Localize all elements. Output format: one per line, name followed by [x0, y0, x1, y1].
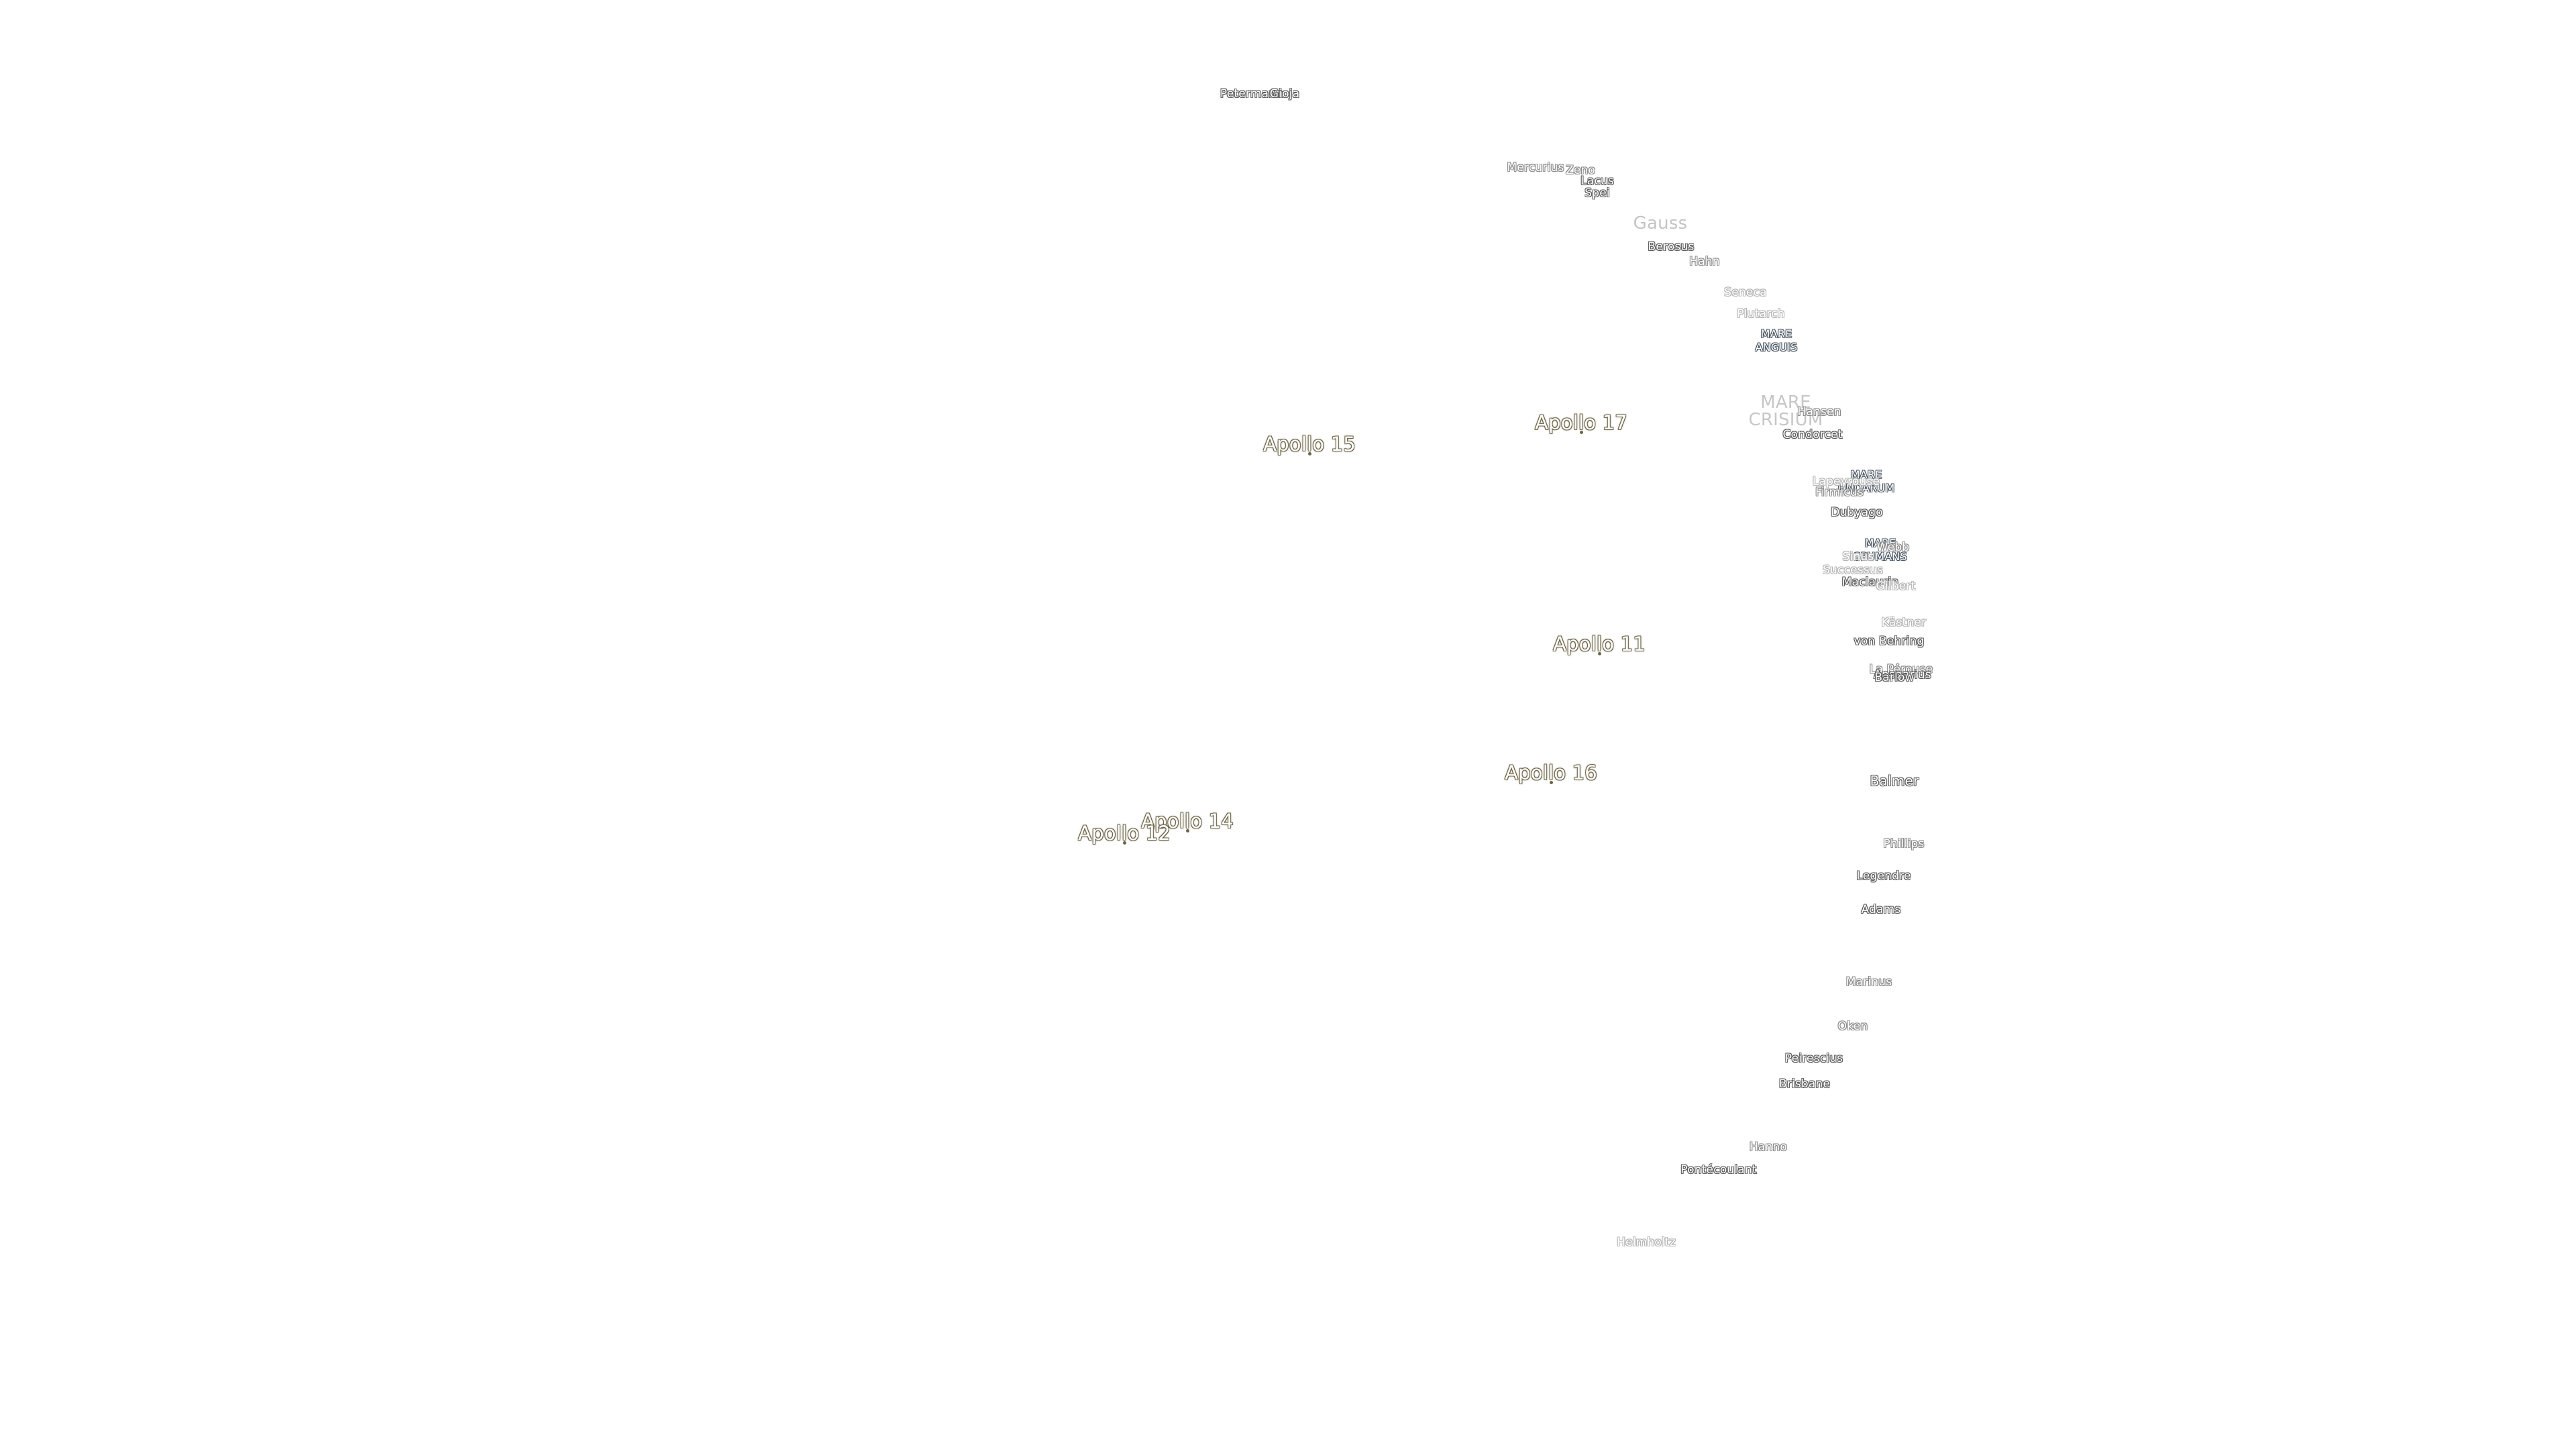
- landing-site-label-apollo-17[interactable]: Apollo 17: [1535, 411, 1627, 434]
- feature-label-legendre: Legendre: [1856, 869, 1911, 883]
- landing-site-label-apollo-16[interactable]: Apollo 16: [1505, 761, 1597, 784]
- feature-label-spei: Spei: [1585, 186, 1610, 200]
- feature-label-kastner: Kästner: [1881, 616, 1927, 629]
- feature-label-pontecoulant: Pontécoulant: [1680, 1163, 1757, 1177]
- feature-label-oken: Oken: [1837, 1020, 1868, 1033]
- feature-label-adams: Adams: [1861, 903, 1901, 916]
- feature-label-sinus-successus-line-2: Successus: [1823, 564, 1883, 577]
- mare-label-anguis-line-2: ANGUIS: [1755, 341, 1798, 354]
- feature-label-ansgarius: Ansgarius: [1874, 668, 1931, 682]
- landing-site-marker-apollo-14[interactable]: [1186, 829, 1189, 833]
- feature-label-helmholtz: Helmholtz: [1617, 1236, 1676, 1249]
- feature-label-phillips: Phillips: [1883, 837, 1925, 851]
- feature-label-lacus: Lacus: [1580, 174, 1614, 188]
- mare-label-undarum-line-2: UNDARUM: [1837, 482, 1895, 494]
- mare-label-spumans-line-2: SPUMANS: [1854, 550, 1907, 563]
- feature-label-hansen: Hansen: [1797, 405, 1841, 419]
- feature-label-dubyago: Dubyago: [1831, 506, 1883, 519]
- landing-site-marker-apollo-17[interactable]: [1580, 431, 1583, 434]
- feature-label-sinus-successus-line-1: Sinus: [1842, 550, 1874, 564]
- mare-label-spumans-line-1: MARE: [1864, 537, 1896, 549]
- feature-label-gauss: Gauss: [1633, 213, 1688, 233]
- mare-label-crisium-line-1: MARE: [1760, 392, 1811, 413]
- feature-label-seneca: Seneca: [1724, 286, 1767, 299]
- feature-label-petermann: Petermann: [1220, 87, 1284, 101]
- landing-site-label-apollo-15[interactable]: Apollo 15: [1263, 433, 1356, 455]
- feature-label-hahn: Hahn: [1689, 255, 1720, 268]
- feature-label-von-behring: von Behring: [1854, 635, 1925, 648]
- feature-label-peirescius: Peirescius: [1784, 1052, 1843, 1065]
- mare-label-undarum-line-1: MARE: [1850, 468, 1882, 481]
- feature-label-barlow: Barlow: [1874, 671, 1915, 684]
- landing-site-label-apollo-11[interactable]: Apollo 11: [1553, 633, 1646, 655]
- feature-label-berosus: Berosus: [1648, 240, 1695, 254]
- feature-label-lapeyrouse: Lapeyrouse: [1812, 475, 1880, 488]
- landing-site-label-apollo-14[interactable]: Apollo 14: [1141, 810, 1234, 833]
- landing-site-marker-apollo-15[interactable]: [1308, 452, 1311, 455]
- feature-label-hanno: Hanno: [1749, 1140, 1788, 1154]
- feature-label-firmicus: Firmicus: [1815, 486, 1864, 499]
- feature-label-condorcet: Condorcet: [1782, 428, 1843, 441]
- mare-label-anguis-line-1: MARE: [1760, 327, 1792, 340]
- feature-label-la-perouse: La Pérouse: [1869, 663, 1933, 676]
- landing-site-marker-apollo-16[interactable]: [1550, 781, 1553, 784]
- mare-label-crisium-line-2: CRISIUM: [1748, 410, 1823, 430]
- feature-label-maclaurin: Maclaurin: [1841, 576, 1899, 589]
- feature-label-zeno: Zeno: [1565, 164, 1596, 177]
- feature-label-gioja: Gioja: [1269, 87, 1300, 101]
- feature-label-marinus: Marinus: [1845, 975, 1892, 989]
- landing-site-marker-apollo-11[interactable]: [1598, 652, 1601, 655]
- feature-label-plutarch: Plutarch: [1737, 307, 1785, 321]
- landing-site-label-apollo-12[interactable]: Apollo 12: [1078, 822, 1171, 845]
- feature-label-balmer: Balmer: [1870, 773, 1919, 789]
- feature-label-gilbert: Gilbert: [1876, 580, 1916, 593]
- feature-label-brisbane: Brisbane: [1778, 1077, 1831, 1091]
- landing-site-marker-apollo-12[interactable]: [1123, 841, 1126, 845]
- feature-label-mercurius: Mercurius: [1507, 161, 1564, 174]
- feature-label-webb: Webb: [1876, 541, 1910, 554]
